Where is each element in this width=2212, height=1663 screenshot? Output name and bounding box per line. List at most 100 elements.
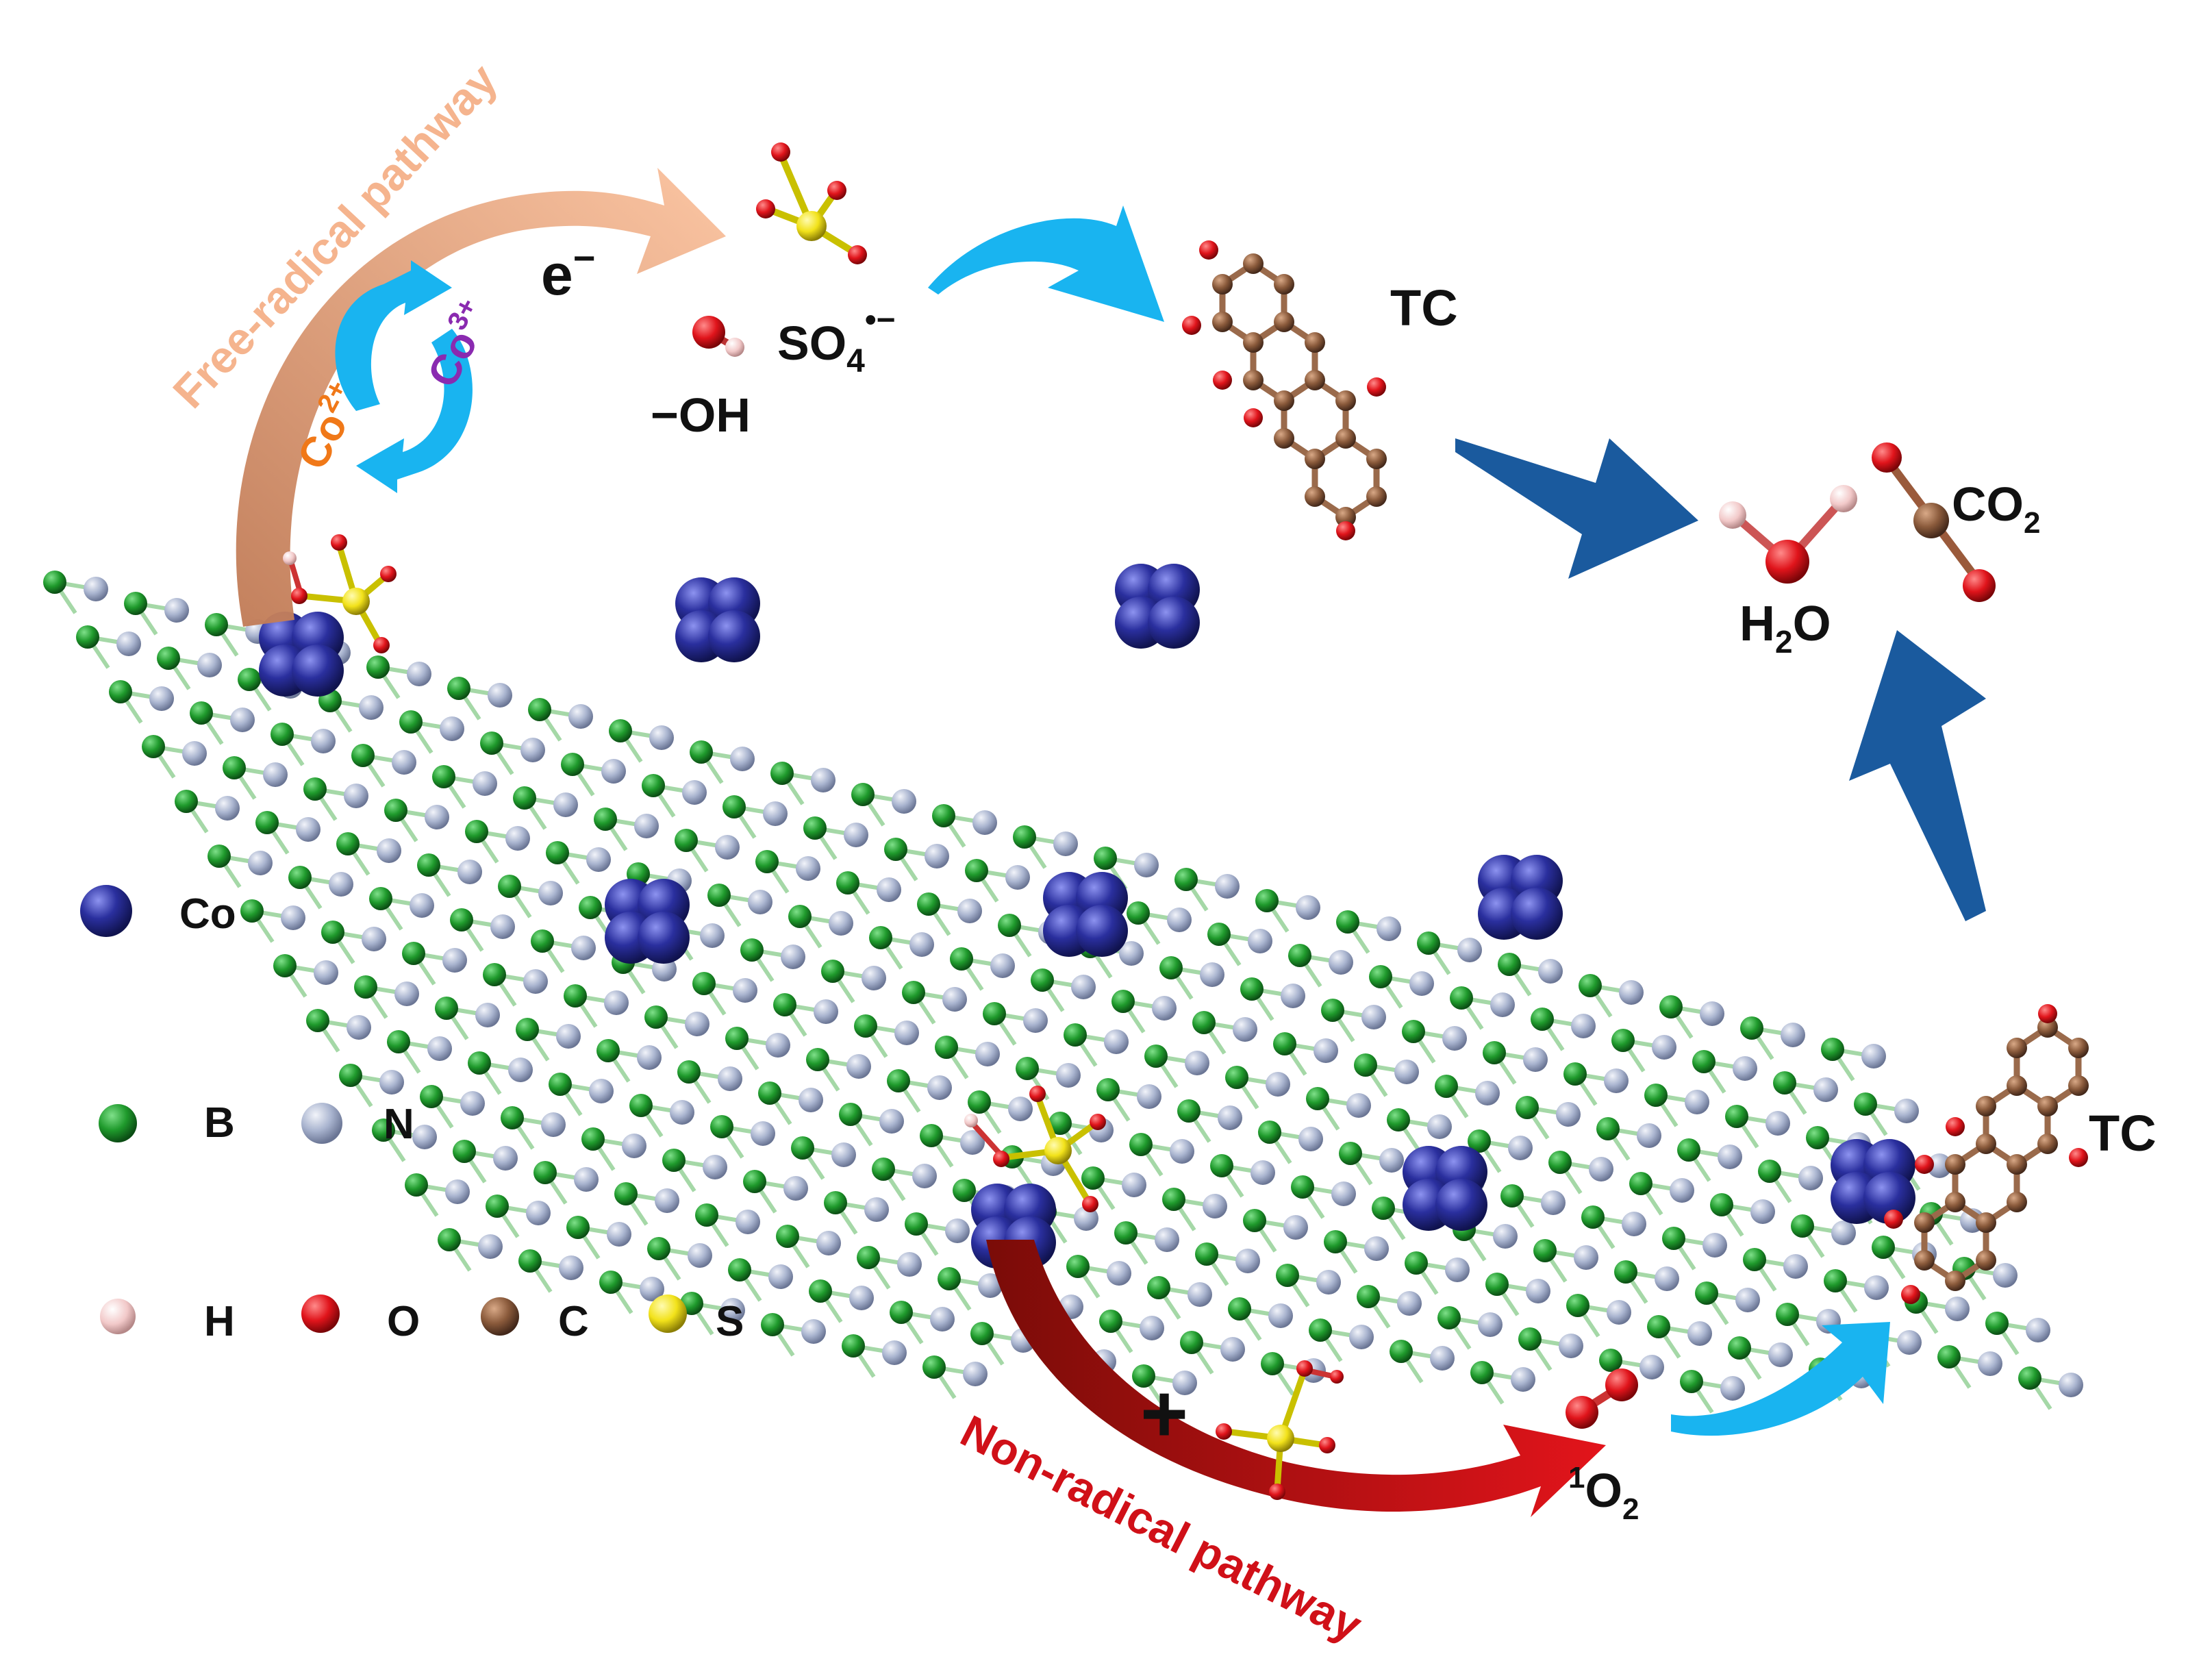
nitrogen-atom	[1556, 1102, 1581, 1127]
boron-atom	[1563, 1062, 1587, 1086]
tc-right-label: TC	[2089, 1105, 2157, 1162]
boron-atom	[1195, 1242, 1218, 1266]
boron-atom	[1225, 1066, 1248, 1089]
boron-atom	[677, 1060, 701, 1084]
nitrogen-atom	[736, 1210, 760, 1234]
nitrogen-atom	[1702, 1233, 1727, 1258]
nitrogen-atom	[559, 1255, 583, 1280]
boron-atom	[531, 929, 554, 953]
nitrogen-atom	[1781, 1023, 1805, 1047]
dark-blue-arrow-up	[1849, 630, 1986, 921]
nitrogen-atom	[1670, 1178, 1694, 1203]
nitrogen-atom	[730, 747, 755, 771]
boron-atom	[740, 938, 764, 962]
nitrogen-atom	[1523, 1047, 1548, 1072]
nitrogen-atom	[649, 725, 674, 750]
blue-arrow-to-tc-right	[1671, 1322, 1890, 1436]
boron-atom	[1581, 1205, 1605, 1229]
nitrogen-atom	[700, 923, 725, 948]
nitrogen-atom	[490, 914, 515, 939]
boron-atom	[142, 735, 165, 758]
boron-atom	[1177, 1099, 1201, 1123]
nitrogen-atom	[622, 1134, 646, 1158]
boron-atom	[1210, 1154, 1233, 1177]
tc-molecule-top	[1182, 240, 1387, 540]
nitrogen-atom	[864, 1197, 889, 1222]
boron-atom	[1599, 1349, 1622, 1372]
nitrogen-atom	[849, 1286, 874, 1310]
boron-atom	[1854, 1092, 1877, 1116]
nitrogen-atom	[1574, 1245, 1598, 1270]
nitrogen-atom	[1137, 1084, 1161, 1109]
boron-atom	[1111, 990, 1135, 1013]
boron-atom	[387, 1030, 410, 1053]
boron-atom	[920, 1124, 943, 1147]
boron-atom	[1596, 1117, 1620, 1140]
nitrogen-atom	[1718, 1145, 1742, 1169]
boron-atom	[728, 1258, 751, 1281]
nitrogen-atom	[526, 1201, 551, 1225]
co2-molecule	[1872, 442, 1996, 602]
boron-atom	[288, 866, 312, 889]
boron-atom	[596, 1039, 620, 1062]
nitrogen-atom	[1107, 1261, 1131, 1286]
boron-atom	[354, 975, 377, 999]
nitrogen-atom	[1607, 1300, 1631, 1325]
cobalt-cluster	[1831, 1139, 1915, 1224]
nitrogen-atom	[783, 1176, 808, 1201]
nitrogen-atom	[882, 1340, 907, 1365]
nitrogen-atom	[640, 1277, 664, 1301]
boron-atom	[566, 1216, 590, 1239]
nitrogen-atom	[897, 1252, 922, 1277]
nitrogen-atom	[781, 945, 805, 969]
boron-atom	[1048, 1112, 1072, 1135]
boron-atom	[1159, 956, 1183, 979]
boron-atom	[369, 887, 392, 910]
nitrogen-atom	[1316, 1270, 1341, 1295]
nitrogen-atom	[634, 814, 659, 838]
tc-molecule-right	[1884, 1004, 2089, 1304]
nitrogen-atom	[1119, 941, 1144, 966]
nitrogen-atom	[197, 653, 222, 677]
nitrogen-atom	[1349, 1325, 1374, 1349]
singlet-oxygen-label: 1O2	[1568, 1461, 1639, 1526]
nitrogen-atom	[556, 1024, 581, 1049]
nitrogen-atom	[1233, 1017, 1257, 1042]
boron-atom	[468, 1051, 491, 1075]
nitrogen-atom	[1685, 1090, 1709, 1114]
nitrogen-atom	[1894, 1099, 1919, 1123]
nitrogen-atom	[1511, 1367, 1535, 1392]
nitrogen-atom	[344, 784, 368, 808]
boron-atom	[609, 719, 632, 742]
nitrogen-atom	[978, 1273, 1003, 1298]
boron-atom	[76, 625, 99, 649]
nitrogen-atom	[1235, 1249, 1260, 1273]
nitrogen-atom	[1639, 1355, 1664, 1379]
nitrogen-atom	[733, 978, 757, 1003]
boron-atom	[803, 816, 827, 840]
svg-text:B: B	[204, 1099, 235, 1147]
boron-atom	[402, 942, 425, 965]
legend-item-h: H	[100, 1298, 235, 1345]
tc-top-label: TC	[1390, 279, 1458, 336]
boron-atom	[722, 795, 746, 818]
boron-atom	[420, 1085, 443, 1108]
nitrogen-atom	[703, 1155, 727, 1179]
boron-atom	[1695, 1281, 1718, 1305]
boron-atom	[1743, 1248, 1766, 1271]
nitrogen-atom	[1167, 908, 1192, 932]
nitrogen-atom	[230, 708, 255, 732]
nitrogen-atom	[1409, 971, 1434, 996]
boron-atom	[854, 1014, 877, 1038]
nitrogen-atom	[460, 1091, 485, 1116]
nitrogen-atom	[1155, 1227, 1179, 1252]
boron-atom	[1647, 1315, 1670, 1338]
nitrogen-atom	[1430, 1346, 1455, 1371]
nitrogen-atom	[1927, 1153, 1952, 1178]
boron-atom	[791, 1136, 814, 1160]
boron-atom	[1321, 999, 1344, 1022]
boron-atom	[1435, 1075, 1458, 1098]
nitrogen-atom	[314, 960, 338, 985]
boron-atom	[1243, 1209, 1266, 1232]
nitrogen-atom	[1185, 1051, 1209, 1075]
